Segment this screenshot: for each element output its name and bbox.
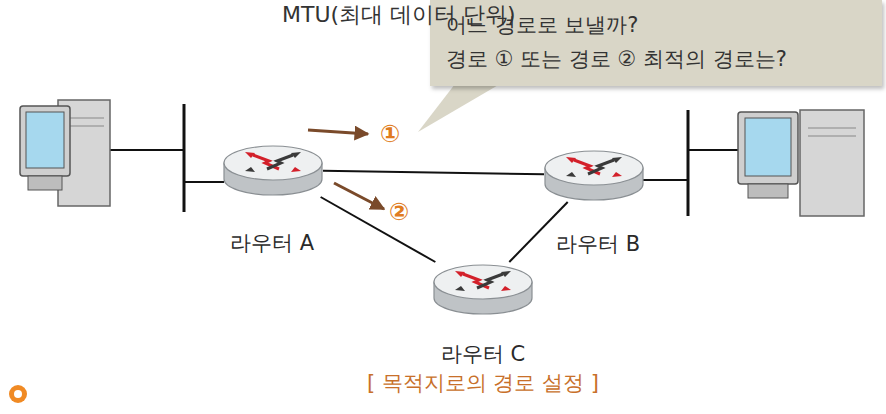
- computer-icon: [738, 110, 864, 216]
- path-arrow: [308, 130, 368, 134]
- router-icon: [433, 262, 533, 316]
- computer-icon: [20, 100, 110, 206]
- wire: [184, 181, 224, 183]
- router-icon: [544, 148, 644, 202]
- diagram-title: MTU(최대 데이터 단위): [282, 0, 516, 30]
- wire: [643, 179, 688, 181]
- router-label: 라우터 C: [438, 340, 528, 368]
- caption: [ 목적지로의 경로 설정 ]: [367, 369, 599, 397]
- lan-bus: [687, 110, 690, 216]
- network-link: [321, 197, 436, 262]
- callout-text: 경로 ① 또는 경로 ② 최적의 경로는?: [446, 42, 866, 76]
- callout-pointer: [418, 84, 500, 132]
- router-label: 라우터 B: [553, 230, 643, 258]
- wire: [688, 149, 738, 151]
- network-link: [323, 171, 544, 174]
- wire: [110, 149, 184, 151]
- callout-number: ②: [389, 198, 409, 226]
- lan-bus: [183, 104, 186, 212]
- location-icon: [9, 385, 27, 403]
- path-arrow: [334, 183, 384, 209]
- router-label: 라우터 A: [227, 229, 317, 257]
- router-node: 라우터 A: [223, 143, 323, 197]
- callout-number: ①: [380, 120, 400, 148]
- router-node: 라우터 C: [433, 262, 533, 316]
- router-icon: [223, 143, 323, 197]
- router-node: 라우터 B: [544, 148, 644, 202]
